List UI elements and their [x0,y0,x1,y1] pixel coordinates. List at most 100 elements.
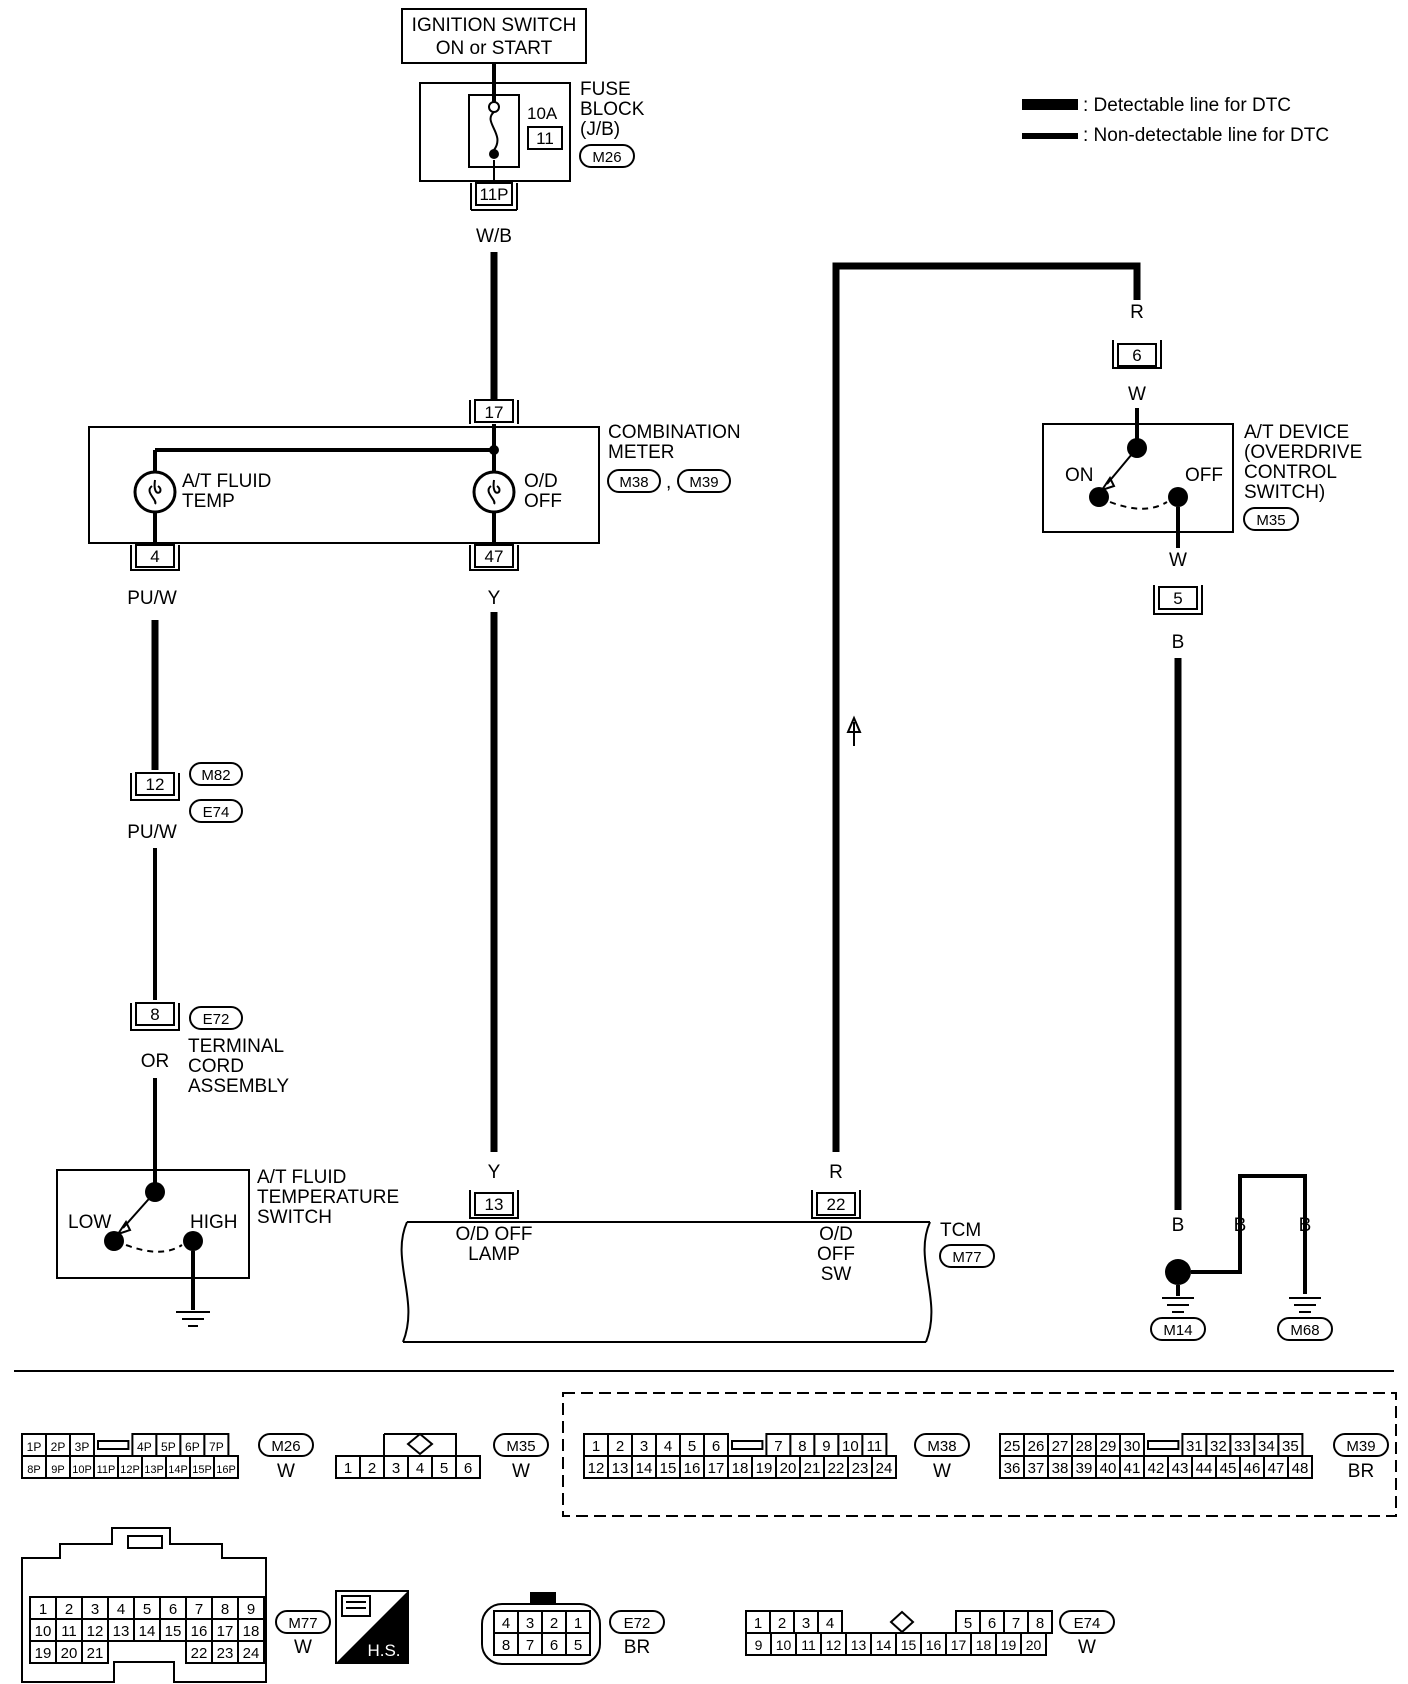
terminal-cord-title-2: CORD [188,1056,244,1077]
connector-pin-number: 7 [774,1438,782,1455]
connector-pin-number: 9 [822,1438,830,1455]
connector-pin-number: 1 [574,1615,582,1632]
lamp-od-off-label-2: OFF [524,491,562,512]
connector-pin-number: 14 [636,1460,653,1477]
connector-pin-number: 8 [1036,1615,1044,1632]
connector-pin-number: 5 [143,1601,151,1618]
connector-pin-number: 6 [464,1460,472,1477]
fuse-block: 10A 11 FUSE BLOCK (J/B) M26 11P W/B [419,63,645,247]
connector-pin-number: 31 [1186,1438,1203,1455]
connector-pin-number: 8 [502,1637,510,1654]
at-device-connector-m35: M35 [1256,512,1285,529]
connector-key [97,1440,130,1450]
connector-hs-icon [341,1595,371,1617]
connector-pin-number: 17 [217,1623,234,1640]
lamp-at-fluid-label-2: TEMP [182,491,235,512]
connector-pin-number: 12 [826,1637,842,1653]
combination-meter-title-1: COMBINATION [608,422,741,443]
tcm-right-label-3: SW [821,1264,852,1285]
connector-pin-number: 13 [113,1623,130,1640]
legend-detectable-swatch [1022,99,1078,110]
connector-pin-number: 47 [1268,1460,1285,1477]
connector-key [406,1432,434,1456]
ignition-switch-state: ON or START [436,38,553,59]
connector-pin-number: 10 [776,1637,792,1653]
connector-pin-number: 20 [780,1460,797,1477]
connector-pin-number: 10 [35,1623,52,1640]
connector-pin-number: 44 [1196,1460,1213,1477]
meter-connector-m38: M38 [619,474,648,491]
connector-pin-number: 15 [660,1460,677,1477]
connector-pin-number: 46 [1244,1460,1261,1477]
temp-switch-title-3: SWITCH [257,1207,332,1228]
connector-m35-id: M35 [506,1438,535,1455]
connector-pin-number: 24 [243,1645,260,1662]
connector-pin-number: 15 [901,1637,917,1653]
connector-pin-number: 14P [168,1464,188,1476]
connector-pin-number: 12 [87,1623,104,1640]
connector-pin-number: 45 [1220,1460,1237,1477]
wire-label-w-upper: W [1128,384,1146,405]
connector-pin-number: 10P [72,1464,92,1476]
connector-pin-number: 15 [165,1623,182,1640]
connector-m35-color: W [512,1461,530,1482]
connector-pin-cell [455,1455,481,1479]
connector-pin-number: 5 [688,1438,696,1455]
wire-label-pu-w-top: PU/W [127,588,177,609]
meter-pin-4: 4 [150,547,159,566]
wire-label-y-top: Y [488,588,501,609]
connector-pin-number: 34 [1258,1438,1275,1455]
connector-pin-number: 22 [191,1645,208,1662]
connector-pin-number: 11P [97,1464,116,1476]
connector-pin-number: 5 [964,1615,972,1632]
fuse-terminal-top [488,101,500,113]
at-fluid-temperature-switch: LOW HIGH A/T FLUID TEMPERATURE SWITCH [56,1167,399,1327]
ground-m68: M68 [1290,1322,1319,1339]
connector-m39-id: M39 [1346,1438,1375,1455]
connector-pin-number: 25 [1004,1438,1021,1455]
fuse-block-title-2: BLOCK [580,99,645,120]
wire-label-b-ground-2: B [1234,1215,1247,1236]
fuse-number: 11 [536,129,554,148]
connector-pin-number: 2 [65,1601,73,1618]
connector-pin-number: 9P [51,1464,64,1476]
connector-pin-number: 2P [51,1440,66,1454]
tcm-title: TCM [940,1220,981,1241]
connector-pin-number: 3 [526,1615,534,1632]
terminal-cord-pin-8: 8 [150,1005,159,1024]
signal-direction-arrow [846,715,862,746]
connector-pin-number: 11 [801,1637,816,1653]
fuse-rating: 10A [527,104,558,123]
connector-pin-cell [565,1632,591,1656]
ground-circuit: B B B M14 M68 [1150,1174,1333,1341]
connector-e72-tag: E72 [203,1011,230,1028]
connector-pin-number: 12P [120,1464,140,1476]
connector-pin-number: 4 [664,1438,672,1455]
connector-e74-tag: E74 [203,804,230,821]
connector-pin-number: 1 [39,1601,47,1618]
connector-pin-number: 33 [1234,1438,1251,1455]
connector-e72-id: E72 [624,1615,651,1632]
legend: : Detectable line for DTC : Non-detectab… [1022,95,1329,146]
connector-pin-number: 6 [988,1615,996,1632]
wire-label-or: OR [141,1051,170,1072]
meter-connector-m39: M39 [689,474,718,491]
connector-pin-number: 19 [35,1645,52,1662]
connector-pin-number: 22 [828,1460,845,1477]
terminal-cord-assembly: 8 E72 TERMINAL CORD ASSEMBLY [130,1002,289,1097]
connector-pin-number: 11 [61,1623,77,1640]
connector-pin-number: 8 [798,1438,806,1455]
tcm-left-label-1: O/D OFF [455,1224,532,1245]
connector-pin-number: 3 [802,1615,810,1632]
connector-pin-number: 48 [1292,1460,1309,1477]
connector-pin-number: 3P [75,1440,90,1454]
connector-pin-number: 6 [712,1438,720,1455]
connector-key [889,1610,915,1634]
connector-pin-number: 20 [61,1645,78,1662]
connector-m77-color: W [294,1637,312,1658]
connector-pin-number: 2 [616,1438,624,1455]
at-device-title-2: (OVERDRIVE [1244,442,1362,463]
